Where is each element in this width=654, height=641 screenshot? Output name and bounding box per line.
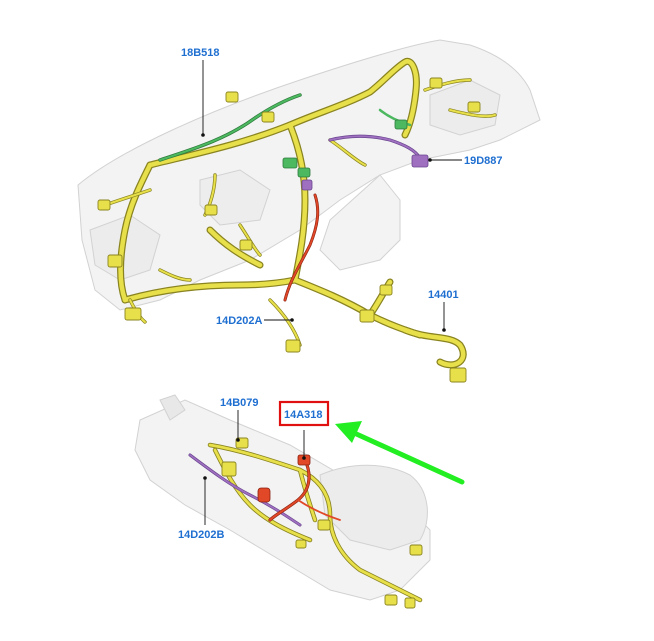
- green-connectors: [282, 119, 408, 178]
- callout-leaders: [201, 60, 462, 525]
- red-connectors-lower: [257, 454, 311, 503]
- callout-19d887: 19D887: [464, 155, 503, 167]
- callout-18b518: 18B518: [181, 47, 220, 59]
- upper-connectors: [97, 77, 481, 383]
- lower-connectors: [221, 437, 423, 609]
- highlight-box-14a318: [278, 400, 330, 427]
- callout-14401: 14401: [428, 289, 459, 301]
- callout-14a318: 14A318: [284, 409, 323, 421]
- red-harness-14a318: [268, 458, 341, 522]
- green-arrow: [335, 421, 465, 485]
- red-harness-upper: [283, 193, 320, 302]
- callout-14b079: 14B079: [220, 397, 259, 409]
- purple-harness-14d202b: [188, 453, 302, 527]
- green-harness-18b518: [158, 93, 412, 162]
- callout-14d202b: 14D202B: [178, 529, 225, 541]
- callout-14d202a: 14D202A: [216, 315, 263, 327]
- purple-connector-19d887: [301, 154, 429, 191]
- purple-harness-19d887: [328, 134, 422, 160]
